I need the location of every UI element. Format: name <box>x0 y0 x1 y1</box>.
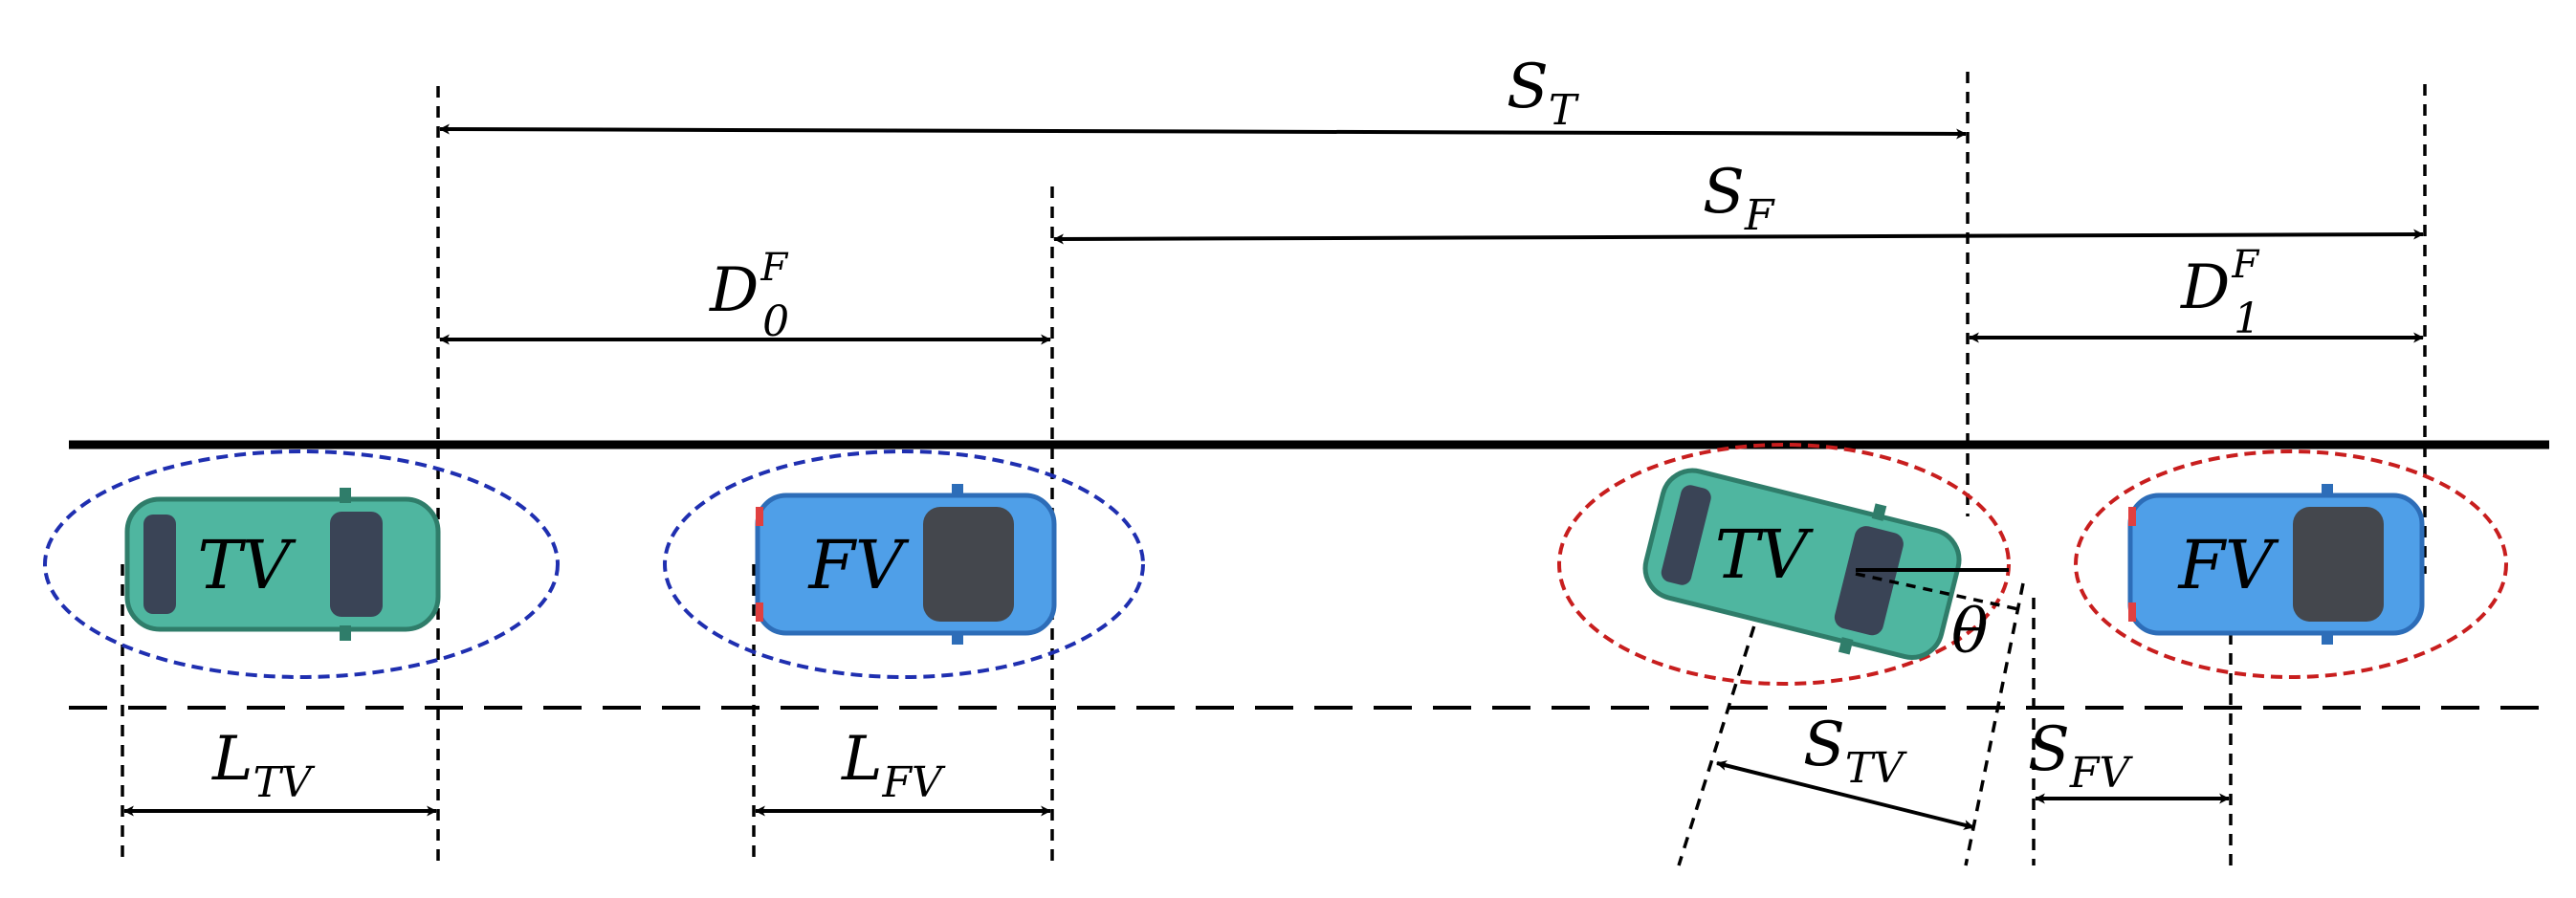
car-label: FV <box>806 526 910 604</box>
theta-label: θ <box>1951 597 1989 668</box>
car-fv-initial: FV <box>755 484 1057 645</box>
fv1-conflict-zone <box>2074 449 2508 679</box>
label-sub: FV <box>2069 749 2134 798</box>
label-sub: T <box>1549 86 1580 135</box>
label-sub: 1 <box>2234 295 2260 343</box>
car-windshield <box>1834 526 1904 636</box>
label-s-tv: STV <box>1803 710 1907 793</box>
label-s-t: ST <box>1507 52 1580 135</box>
car-mirror <box>340 625 351 641</box>
car-light <box>756 507 763 526</box>
label-l-tv: LTV <box>211 724 316 807</box>
ref-line-tv1-perp-front <box>1964 582 2025 866</box>
label-sub: TV <box>253 758 316 807</box>
arrow-s-tv <box>1715 760 1975 830</box>
car-tv-initial: TV <box>124 488 441 641</box>
car-light <box>2128 602 2136 622</box>
car-mirror <box>1838 637 1854 655</box>
label-sub: 0 <box>762 297 789 346</box>
label-main: L <box>841 724 883 795</box>
car-mirror <box>340 488 351 503</box>
label-main: D <box>2180 252 2230 323</box>
car-mirror <box>2322 631 2333 645</box>
car-light <box>756 602 763 622</box>
label-main: S <box>1703 157 1745 228</box>
car-label: FV <box>2176 526 2279 604</box>
label-sup: F <box>760 246 788 290</box>
tv0-safe-zone <box>43 449 560 679</box>
label-main: D <box>709 255 759 326</box>
car-rear-window <box>143 515 176 614</box>
car-mirror <box>952 484 963 497</box>
label-sub: F <box>1744 191 1775 240</box>
car-mirror <box>952 631 963 645</box>
label-main: S <box>2028 714 2070 785</box>
car-light <box>2128 507 2136 526</box>
label-d0: DF 0 <box>709 246 789 346</box>
label-main: S <box>1507 52 1549 122</box>
label-s-f: SF <box>1703 157 1775 240</box>
fv0-safe-zone <box>663 449 1145 679</box>
label-sup: F <box>2231 243 2259 287</box>
tv1-conflict-zone <box>1557 443 2011 686</box>
car-fv-final: FV <box>2127 484 2425 645</box>
car-mirror <box>2322 484 2333 497</box>
car-label: TV <box>197 526 297 604</box>
car-windshield <box>330 512 383 617</box>
car-tv-lane-change: TV <box>1642 468 1962 660</box>
label-d1: DF 1 <box>2180 243 2260 343</box>
car-roof <box>2293 507 2384 622</box>
car-label: TV <box>1715 515 1815 594</box>
label-main: S <box>1803 710 1845 780</box>
label-main: L <box>211 724 253 795</box>
label-s-fv: SFV <box>2028 714 2133 798</box>
car-mirror <box>1871 503 1887 521</box>
car-roof <box>923 507 1014 622</box>
reference-lines <box>121 72 2427 866</box>
label-sub: TV <box>1845 744 1907 793</box>
label-sub: FV <box>882 758 947 807</box>
ref-line-tv1-perp-rear <box>1677 606 1762 866</box>
arrow-s-t <box>438 123 1968 140</box>
label-l-fv: LFV <box>841 724 946 807</box>
arrow-s-f <box>1052 229 2425 245</box>
car-rear-window <box>1661 485 1711 585</box>
angle-heading-line <box>1855 572 2019 611</box>
